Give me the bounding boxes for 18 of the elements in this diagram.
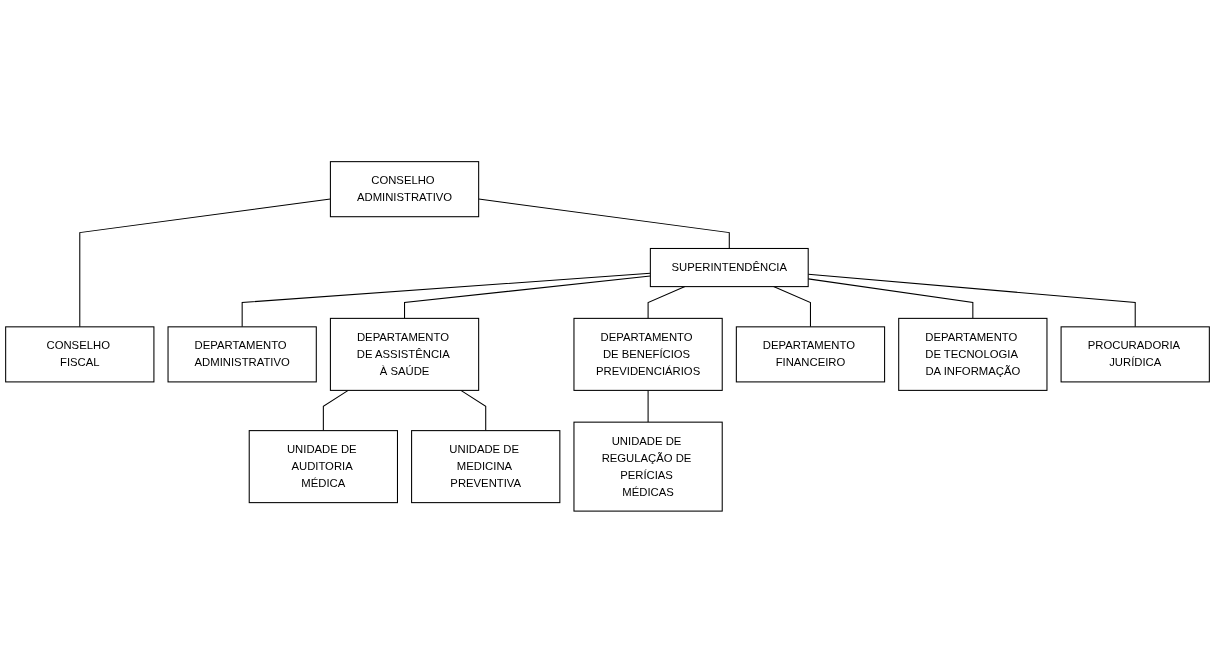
connector (647, 389, 649, 423)
connector (241, 272, 651, 327)
connector (79, 198, 331, 327)
node-box: SUPERINTENDÊNCIA (649, 247, 809, 287)
node-box: DEPARTAMENTO ADMINISTRATIVO (167, 325, 317, 383)
connector (404, 275, 651, 319)
connector (647, 285, 686, 319)
node-box: UNIDADE DE MEDICINA PREVENTIVA (411, 429, 561, 503)
node-box: UNIDADE DE REGULAÇÃO DE PERÍCIAS MÉDICAS (573, 421, 723, 512)
node-box: DEPARTAMENTO DE TECNOLOGIA DA INFORMAÇÃO (898, 317, 1048, 391)
connector (478, 198, 730, 249)
node-box: CONSELHO FISCAL (5, 325, 155, 383)
node-box: UNIDADE DE AUDITORIA MÉDICA (248, 429, 398, 503)
node-box: DEPARTAMENTO DE ASSISTÊNCIA À SAÚDE (329, 317, 480, 391)
node-box: DEPARTAMENTO DE BENEFÍCIOS PREVIDENCIÁRIOS (573, 317, 723, 391)
node-box: DEPARTAMENTO FINANCEIRO (735, 325, 886, 383)
node-box: PROCURADORIA JURÍDICA (1060, 325, 1210, 383)
node-box: CONSELHO ADMINISTRATIVO (329, 160, 480, 217)
